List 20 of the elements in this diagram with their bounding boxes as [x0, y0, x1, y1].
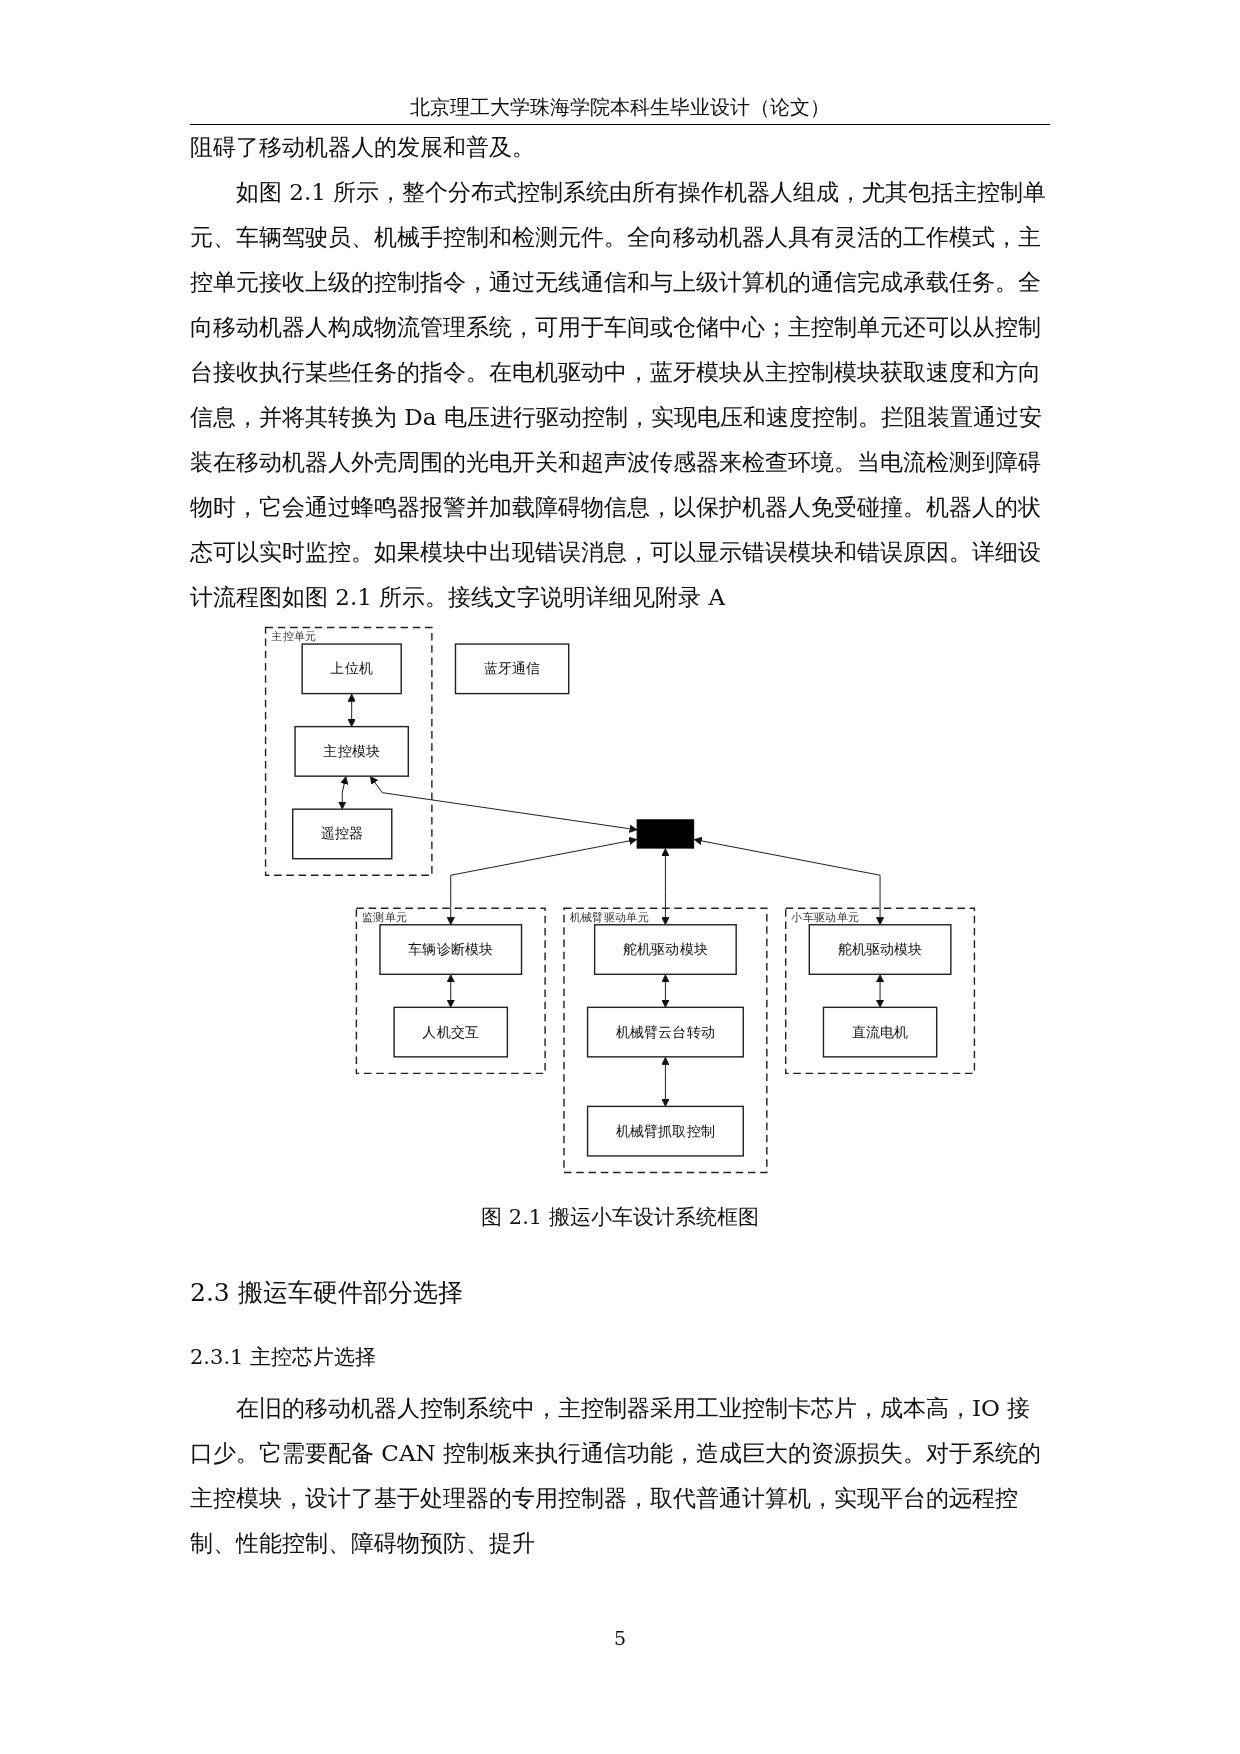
node-box: 机械臂云台转动 — [586, 1006, 744, 1058]
node-box: 车辆诊断模块 — [379, 924, 523, 975]
body-paragraph: 如图 2.1 所示，整个分布式控制系统由所有操作机器人组成，尤其包括主控制单元、车辆驾驶员、机械手控制和检测元件。全向移动机器人具有灵活的工作模式，主控单元接收上级的控制指令，通过无线通信和与上级计算机的通信完成承载任务。全向移动机器人构成物流管理系统，可用于车间或仓储中心；主控制单元还可以从控制台接收执行某些任务的指令。在电机驱动中，蓝牙模块从主控制模块获取速度和方向信息，并将其转换为 Da 电压进行驱动控制，实现电压和速度控制。拦阻装置通过安装在移动机器人外壳周围的光电开关和超声波传感器来检查环境。当电流检测到障碍物时，它会通过蜂鸣器报警并加载障碍物信息，以保护机器人免受碰撞。机器人的状态可以实时监控。如果模块中出现错误消息，可以显示错误模块和错误原因。详细设计流程图如图 2.1 所示。接线文字说明详细见附录 A — [190, 178, 1048, 612]
node-box: 机械臂抓取控制 — [586, 1105, 744, 1157]
node-box: 主控模块 — [294, 725, 409, 777]
page-number: 5 — [612, 1626, 628, 1651]
figure-caption: 图 2.1 搬运小车设计系统框图 — [480, 1204, 760, 1231]
node-box: 遥控器 — [292, 808, 393, 860]
node-box: 人机交互 — [393, 1006, 509, 1058]
section-heading: 2.3.1 主控芯片选择 — [190, 1344, 378, 1371]
node-box: 直流电机 — [822, 1006, 938, 1058]
section-heading: 2.3 搬运车硬件部分选择 — [190, 1277, 464, 1309]
node-box: 蓝牙通信 — [454, 643, 570, 695]
node-box: 舵机驱动模块 — [808, 924, 952, 975]
node-box: 舵机驱动模块 — [593, 924, 737, 975]
page-header: 北京理工大学珠海学院本科生毕业设计（论文） — [190, 90, 1050, 125]
node-bar — [636, 819, 695, 849]
body-paragraph: 阻碍了移动机器人的发展和普及。 — [190, 133, 536, 162]
body-paragraph: 在旧的移动机器人控制系统中，主控制器采用工业控制卡芯片，成本高，IO 接口少。它需要配备 CAN 控制板来执行通信功能，造成巨大的资源损失。对于系统的主控模块，设计了基于处理器的专用控制器，取代普通计算机，实现平台的远程控制、性能控制、障碍物预防、提升 — [190, 1394, 1042, 1558]
node-box: 上位机 — [301, 643, 402, 695]
